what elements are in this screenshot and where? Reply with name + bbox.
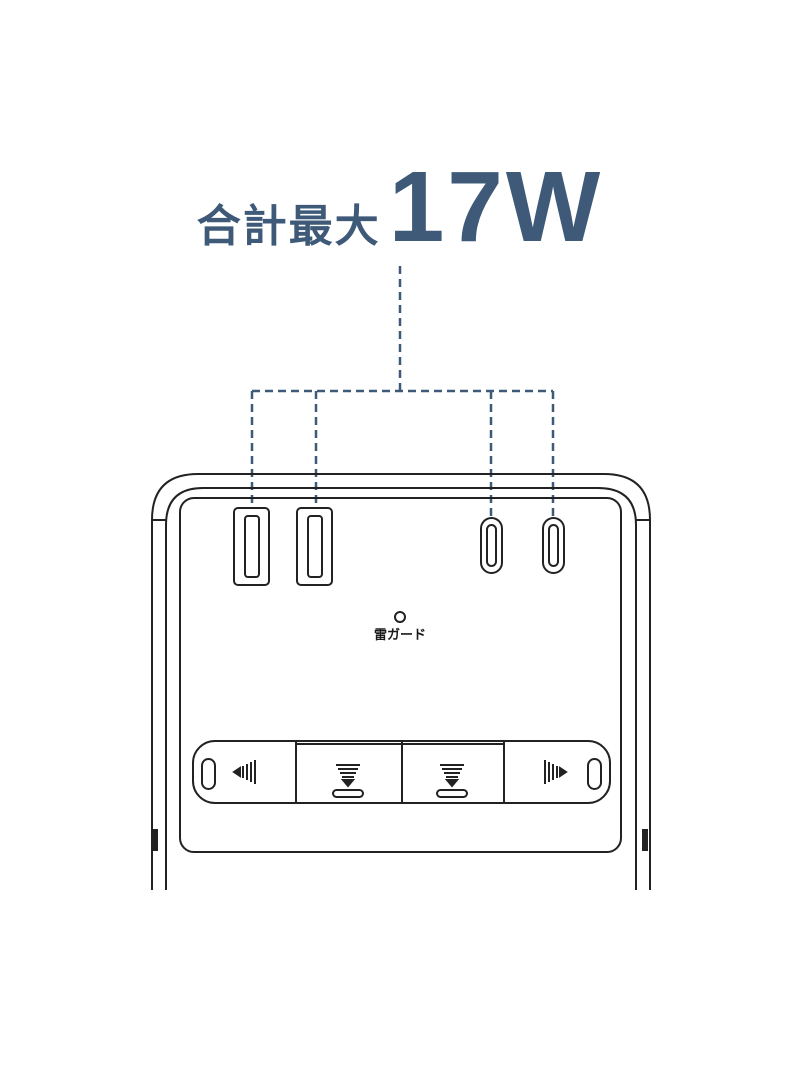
total-max-label: 合計最大: [196, 201, 381, 252]
ac-outlet-2: [332, 764, 364, 798]
usb-a-port-2: [296, 507, 333, 586]
usb-c-port-1: [480, 517, 503, 574]
surge-guard-label: 雷ガード: [374, 627, 426, 643]
ac-outlet-1: [201, 758, 256, 790]
ac-outlet-4: [544, 758, 602, 790]
ac-outlet-3: [436, 764, 468, 798]
leader-lines: [250, 266, 555, 518]
surge-guard-indicator: 雷ガード: [374, 611, 426, 643]
usb-a-port-1: [233, 507, 270, 586]
device-body: [151, 473, 651, 890]
total-max-value: 17W: [388, 151, 604, 263]
surge-guard-led: [394, 611, 406, 623]
total-max-output-headline: 合計最大17W: [0, 150, 800, 265]
ac-outlet-strip: [192, 740, 611, 804]
usb-c-port-2: [542, 517, 565, 574]
